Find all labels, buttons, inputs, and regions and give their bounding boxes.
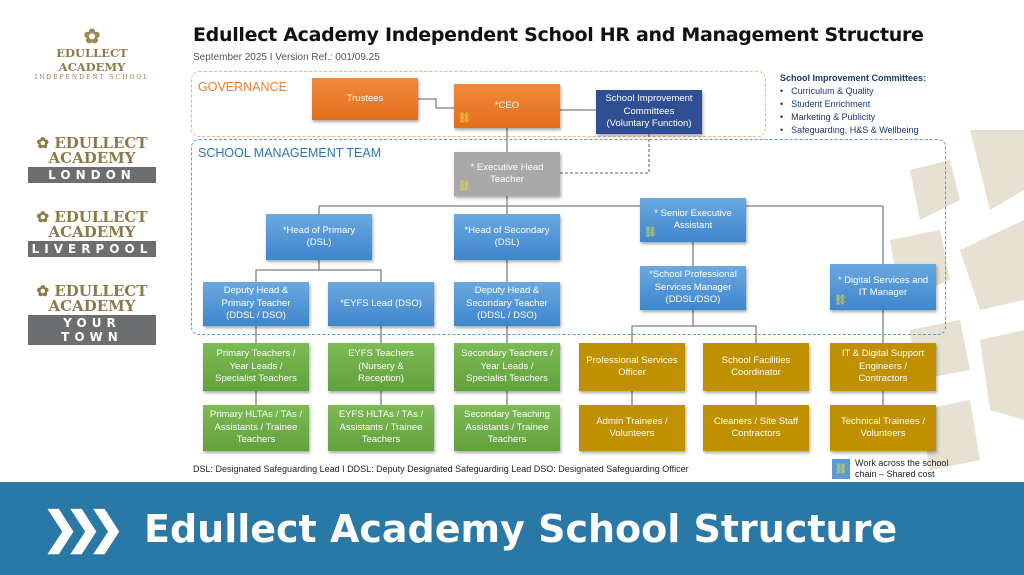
committees-list: School Improvement Committees: Curriculu… bbox=[780, 72, 926, 137]
chain-link-icon: ⛓ bbox=[834, 295, 847, 306]
shield-icon: ✿ bbox=[36, 282, 50, 300]
legend: ⛓ Work across the school chain – Shared … bbox=[832, 458, 965, 480]
connector-lines bbox=[255, 98, 884, 405]
node-school-improvement-committees: School Improvement Committees (Voluntary… bbox=[596, 90, 702, 134]
node-eyfs-hltas: EYFS HLTAs / TAs / Assistants / Trainee … bbox=[328, 405, 434, 451]
chain-link-icon: ⛓ bbox=[458, 113, 471, 124]
node-primary-teachers: Primary Teachers / Year Leads / Speciali… bbox=[203, 343, 309, 391]
page-title: Edullect Academy Independent School HR a… bbox=[193, 24, 924, 46]
node-primary-hltas: Primary HLTAs / TAs / Assistants / Train… bbox=[203, 405, 309, 451]
smt-zone bbox=[191, 139, 946, 335]
logo-london: ✿ EDULLECT ACADEMY LONDON bbox=[28, 136, 156, 183]
logo-independent-school: ✿ EDULLECT ACADEMY INDEPENDENT SCHOOL bbox=[28, 26, 156, 81]
node-school-professional-services-manager: *School Professional Services Manager (D… bbox=[640, 266, 746, 310]
node-cleaners: Cleaners / Site Staff Contractors bbox=[703, 405, 809, 451]
node-deputy-head-secondary: Deputy Head & Secondary Teacher (DDSL / … bbox=[454, 282, 560, 326]
committee-item: Marketing & Publicity bbox=[780, 111, 926, 124]
smt-label: SCHOOL MANAGEMENT TEAM bbox=[198, 146, 382, 160]
chevrons-icon: ❯❯❯ bbox=[42, 504, 125, 553]
node-trustees: Trustees bbox=[312, 78, 418, 120]
node-eyfs-lead: *EYFS Lead (DSO) bbox=[328, 282, 434, 326]
node-admin-trainees: Admin Trainees / Volunteers bbox=[579, 405, 685, 451]
footnote: DSL: Designated Safeguarding Lead I DDSL… bbox=[193, 464, 689, 474]
chain-link-icon: ⛓ bbox=[458, 181, 471, 192]
shield-icon: ✿ bbox=[36, 134, 50, 152]
chain-link-icon: ⛓ bbox=[832, 459, 850, 479]
node-secondary-teaching-assistants: Secondary Teaching Assistants / Trainee … bbox=[454, 405, 560, 451]
node-it-support: IT & Digital Support Engineers / Contrac… bbox=[830, 343, 936, 391]
governance-zone bbox=[191, 71, 766, 137]
committee-item: Student Enrichment bbox=[780, 98, 926, 111]
node-secondary-teachers: Secondary Teachers / Year Leads / Specia… bbox=[454, 343, 560, 391]
governance-label: GOVERNANCE bbox=[198, 80, 287, 94]
node-senior-executive-assistant: * Senior Executive Assistant⛓ bbox=[640, 198, 746, 242]
shield-icon: ✿ bbox=[36, 208, 50, 226]
node-eyfs-teachers: EYFS Teachers (Nursery & Reception) bbox=[328, 343, 434, 391]
node-professional-services-officer: Professional Services Officer bbox=[579, 343, 685, 391]
node-executive-head: * Executive Head Teacher⛓ bbox=[454, 152, 560, 196]
node-head-secondary: *Head of Secondary (DSL) bbox=[454, 214, 560, 260]
committee-item: Safeguarding, H&S & Wellbeing bbox=[780, 124, 926, 137]
logo-your-town: ✿ EDULLECT ACADEMY YOUR TOWN bbox=[28, 284, 156, 345]
logo-liverpool: ✿ EDULLECT ACADEMY LIVERPOOL bbox=[28, 210, 156, 257]
banner-title: Edullect Academy School Structure bbox=[144, 506, 898, 551]
node-facilities-coordinator: School Facilities Coordinator bbox=[703, 343, 809, 391]
node-ceo: *CEO⛓ bbox=[454, 84, 560, 128]
node-head-primary: *Head of Primary (DSL) bbox=[266, 214, 372, 260]
bottom-banner: ❯❯❯ Edullect Academy School Structure bbox=[0, 482, 1024, 575]
page-subtitle: September 2025 I Version Ref.: 001/09.25 bbox=[193, 52, 380, 63]
node-technical-trainees: Technical Trainees / Volunteers bbox=[830, 405, 936, 451]
node-deputy-head-primary: Deputy Head & Primary Teacher (DDSL / DS… bbox=[203, 282, 309, 326]
chain-link-icon: ⛓ bbox=[644, 227, 657, 238]
node-digital-services-manager: * Digital Services and IT Manager⛓ bbox=[830, 264, 936, 310]
committee-item: Curriculum & Quality bbox=[780, 85, 926, 98]
shield-icon: ✿ bbox=[83, 24, 101, 48]
